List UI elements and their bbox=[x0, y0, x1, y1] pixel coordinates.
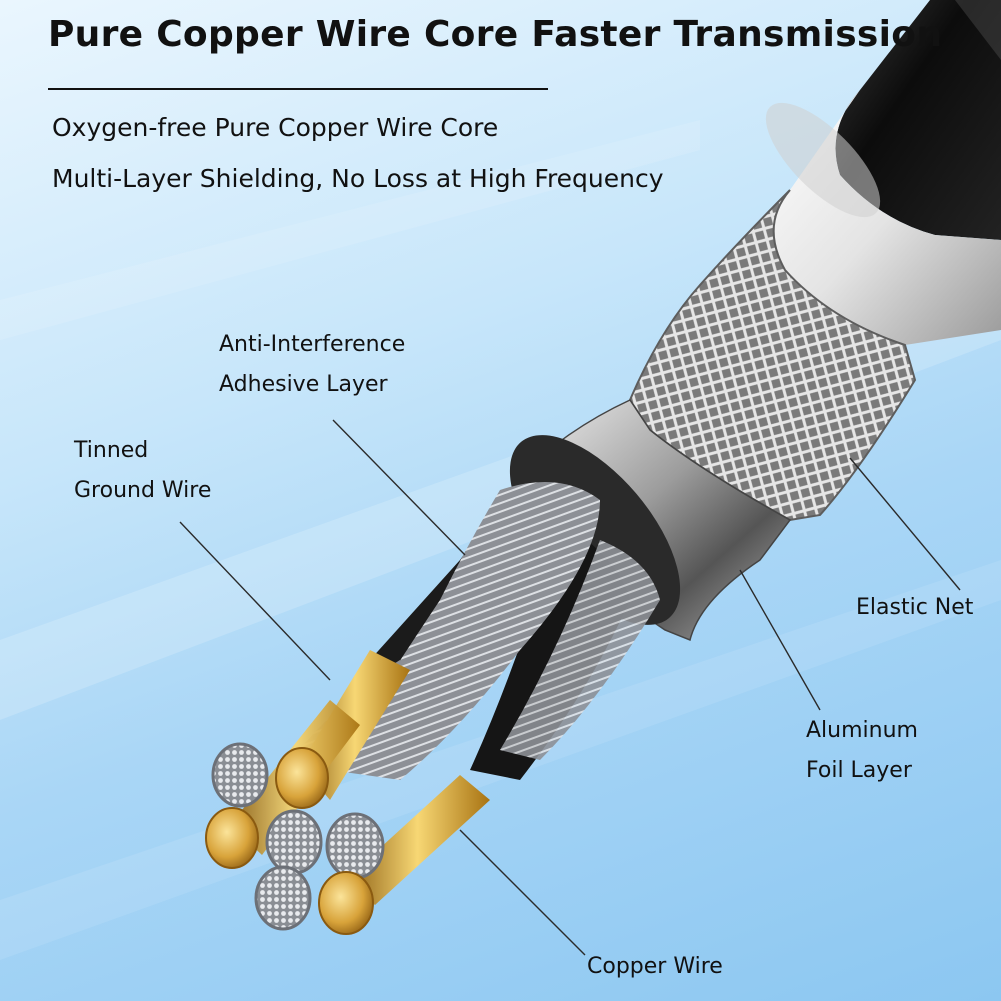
callout-line: Adhesive Layer bbox=[219, 372, 388, 397]
callout-line: Foil Layer bbox=[806, 758, 912, 783]
callout-aluminum-foil: Aluminum Foil Layer bbox=[806, 711, 918, 791]
outer-jacket bbox=[835, 0, 1001, 240]
callout-line: Aluminum bbox=[806, 718, 918, 743]
callout-elastic-net: Elastic Net bbox=[856, 595, 974, 620]
leader-tinned-ground bbox=[179, 521, 331, 681]
callout-line: Tinned bbox=[74, 438, 149, 463]
leader-copper-wire bbox=[459, 829, 586, 956]
leader-anti-interference bbox=[332, 419, 466, 556]
subtitle-shielding: Multi-Layer Shielding, No Loss at High F… bbox=[52, 164, 664, 193]
subtitle-copper-core: Oxygen-free Pure Copper Wire Core bbox=[52, 113, 499, 142]
callout-tinned-ground-wire: Tinned Ground Wire bbox=[74, 431, 211, 511]
title-underline bbox=[48, 88, 548, 90]
callout-line: Ground Wire bbox=[74, 478, 212, 503]
grey-strand-bundle-2 bbox=[500, 540, 660, 760]
callout-anti-interference: Anti-Interference Adhesive Layer bbox=[219, 325, 405, 405]
conductor-ends bbox=[205, 742, 385, 935]
leader-aluminum-foil bbox=[739, 569, 821, 711]
callout-line: Anti-Interference bbox=[219, 332, 406, 357]
callout-copper-wire: Copper Wire bbox=[587, 954, 723, 979]
page-title: Pure Copper Wire Core Faster Transmissio… bbox=[48, 14, 943, 55]
leader-elastic-net bbox=[849, 457, 961, 591]
